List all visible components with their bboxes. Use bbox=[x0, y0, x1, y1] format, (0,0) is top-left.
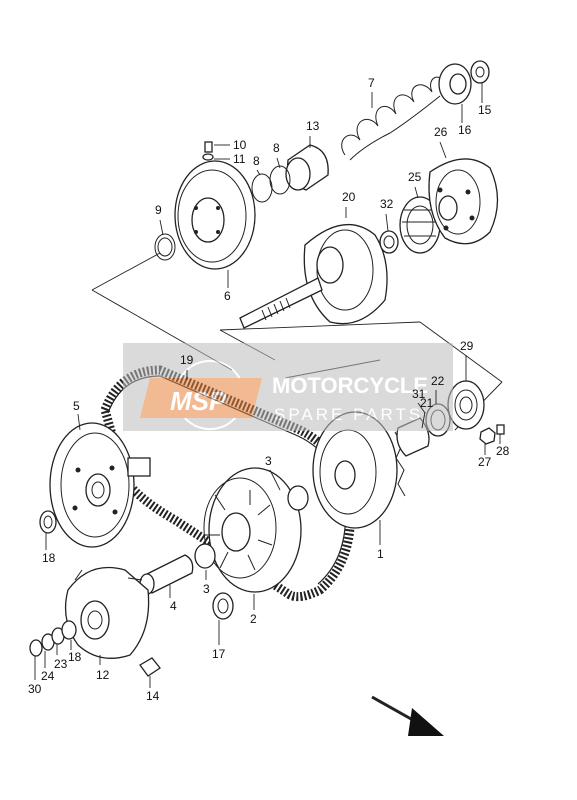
part-labels: 1233456788910111213141516171818192021222… bbox=[28, 76, 510, 703]
part-label-2: 2 bbox=[250, 612, 257, 626]
part-label-29: 29 bbox=[460, 339, 474, 353]
leader-line-9 bbox=[159, 219, 164, 236]
fan-cover-12 bbox=[64, 566, 150, 659]
msp-logo-badge bbox=[140, 378, 262, 418]
leader-line-8 bbox=[276, 157, 281, 169]
watermark: MSP MOTORCYCLE SPARE PARTS bbox=[123, 343, 453, 431]
bearing-parts bbox=[379, 196, 441, 254]
part-label-18: 18 bbox=[68, 650, 82, 664]
part-label-14: 14 bbox=[146, 689, 160, 703]
part-label-9: 9 bbox=[155, 203, 162, 217]
part-label-15: 15 bbox=[478, 103, 492, 117]
watermark-title: MOTORCYCLE bbox=[272, 373, 428, 398]
direction-arrow-icon bbox=[371, 695, 444, 736]
part-label-31: 31 bbox=[412, 387, 426, 401]
part-label-5: 5 bbox=[73, 399, 80, 413]
part-label-3: 3 bbox=[265, 454, 272, 468]
leader-line-8 bbox=[256, 169, 261, 176]
leader-line-25 bbox=[414, 186, 419, 199]
leader-line-31 bbox=[417, 402, 426, 414]
sleeve-and-rings bbox=[251, 144, 329, 203]
part-label-11: 11 bbox=[233, 152, 246, 166]
leader-line-5 bbox=[77, 413, 81, 431]
leader-line-32 bbox=[385, 213, 389, 232]
part-label-16: 16 bbox=[458, 123, 472, 137]
part-label-30: 30 bbox=[28, 682, 42, 696]
part-label-32: 32 bbox=[380, 197, 394, 211]
leader-line-21 bbox=[421, 411, 426, 429]
part-label-17: 17 bbox=[212, 647, 226, 661]
nut-bolt bbox=[479, 424, 505, 445]
part-label-8: 8 bbox=[273, 141, 280, 155]
part-label-12: 12 bbox=[96, 668, 110, 682]
part-label-21: 21 bbox=[420, 396, 434, 410]
part-label-6: 6 bbox=[224, 289, 231, 303]
clutch-housing bbox=[428, 158, 499, 245]
collar-18 bbox=[39, 510, 57, 534]
spring-part bbox=[341, 76, 447, 161]
spacer-4 bbox=[139, 554, 194, 595]
part-label-26: 26 bbox=[434, 125, 448, 139]
part-label-25: 25 bbox=[408, 170, 422, 184]
part-label-8: 8 bbox=[253, 154, 260, 168]
part-label-27: 27 bbox=[478, 455, 492, 469]
part-label-22: 22 bbox=[431, 374, 445, 388]
part-label-28: 28 bbox=[496, 444, 510, 458]
plate-parts bbox=[438, 60, 490, 105]
part-label-24: 24 bbox=[41, 669, 55, 683]
slider-14 bbox=[139, 657, 161, 677]
shaft-drum bbox=[239, 223, 388, 329]
movable-pulley bbox=[194, 467, 309, 593]
pulley-face bbox=[154, 160, 256, 270]
drive-plate bbox=[49, 422, 151, 548]
part-label-13: 13 bbox=[306, 119, 320, 133]
bolts bbox=[202, 141, 214, 161]
part-label-10: 10 bbox=[233, 138, 247, 152]
part-label-20: 20 bbox=[342, 190, 356, 204]
part-label-1: 1 bbox=[377, 547, 384, 561]
part-label-4: 4 bbox=[170, 599, 177, 613]
part-label-23: 23 bbox=[54, 657, 68, 671]
part-label-18: 18 bbox=[42, 551, 56, 565]
part-label-19: 19 bbox=[180, 353, 194, 367]
ring-17 bbox=[212, 592, 234, 620]
leader-line-26 bbox=[439, 141, 447, 159]
watermark-logo-text: MSP bbox=[170, 386, 227, 416]
watermark-subtitle: SPARE PARTS bbox=[274, 405, 423, 424]
leader-line-3 bbox=[269, 469, 281, 491]
washers-left bbox=[29, 620, 77, 657]
part-label-3: 3 bbox=[203, 582, 210, 596]
part-label-7: 7 bbox=[368, 76, 375, 90]
